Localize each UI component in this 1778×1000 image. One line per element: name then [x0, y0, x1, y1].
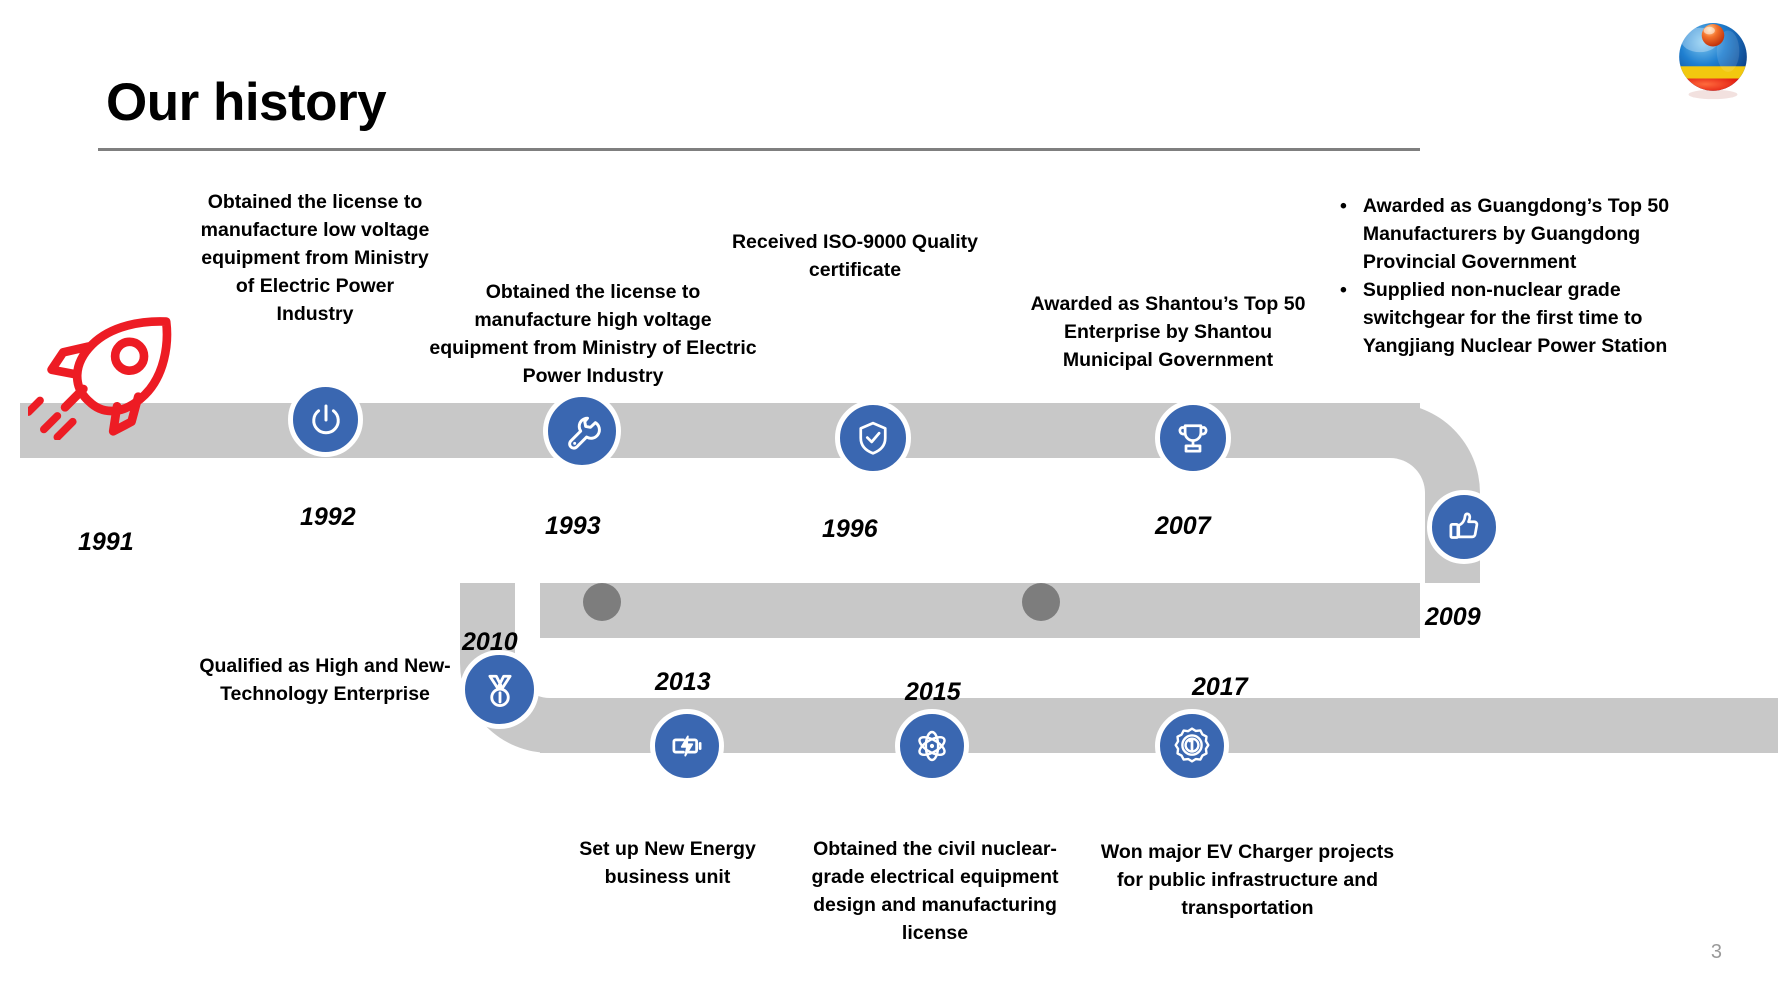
year-label-1993: 1993: [545, 512, 601, 540]
timeline-node-dot: [583, 583, 621, 621]
award-badge-icon: [1174, 727, 1210, 763]
title-divider: [98, 148, 1420, 151]
timeline-marker-1993[interactable]: [543, 392, 621, 470]
year-label-2009: 2009: [1425, 603, 1481, 631]
bullet-text: Supplied non-nuclear grade switchgear fo…: [1362, 279, 1668, 358]
timeline-marker-2007[interactable]: [1155, 400, 1231, 476]
bullet-item: • Supplied non-nuclear grade switchgear …: [1340, 276, 1670, 360]
year-label-1996: 1996: [822, 515, 878, 543]
event-description-1993: Obtained the license to manufacture high…: [429, 281, 757, 388]
bullet-item: • Awarded as Guangdong’s Top 50 Manufact…: [1340, 192, 1670, 276]
event-description-2009: • Awarded as Guangdong’s Top 50 Manufact…: [1340, 192, 1670, 360]
event-description-1996: Received ISO-9000 Quality certificate: [731, 231, 979, 282]
bullet-point-icon: •: [1340, 195, 1347, 217]
event-description-2010: Qualified as High and New-Technology Ent…: [199, 655, 451, 706]
year-label-1991: 1991: [78, 528, 134, 556]
event-description-1992: Obtained the license to manufacture low …: [200, 191, 430, 326]
timeline-marker-2017[interactable]: [1155, 709, 1229, 783]
year-label-2010: 2010: [462, 628, 518, 656]
event-description-2007: Awarded as Shantou’s Top 50 Enterprise b…: [1030, 293, 1306, 372]
timeline-marker-2015[interactable]: [895, 709, 969, 783]
timeline-marker-1992[interactable]: [288, 382, 363, 457]
year-label-2015: 2015: [905, 678, 961, 706]
company-sphere-logo: [1666, 8, 1760, 102]
bullet-point-icon: •: [1340, 279, 1347, 302]
atom-icon: [918, 730, 946, 762]
page-title: Our history: [106, 73, 387, 132]
medal-icon: [487, 674, 512, 707]
wrench-icon: [568, 416, 601, 450]
timeline-node-dot: [1022, 583, 1060, 621]
event-description-2015: Obtained the civil nuclear-grade electri…: [811, 838, 1059, 945]
power-icon: [311, 404, 340, 434]
shield-check-icon: [859, 421, 887, 455]
rocket-icon: [24, 310, 183, 441]
timeline-marker-2010[interactable]: [460, 650, 539, 729]
year-label-2007: 2007: [1155, 512, 1211, 540]
timeline-bar-row2: [540, 583, 1420, 638]
thumbs-up-icon: [1449, 512, 1479, 539]
year-label-1992: 1992: [300, 503, 356, 531]
timeline-marker-1996[interactable]: [835, 400, 911, 476]
year-label-2017: 2017: [1192, 673, 1248, 701]
year-label-2013: 2013: [655, 668, 711, 696]
bullet-text: Awarded as Guangdong’s Top 50 Manufactur…: [1362, 195, 1670, 274]
event-description-2013: Set up New Energy business unit: [579, 838, 756, 889]
page-number: 3: [1710, 941, 1722, 963]
timeline-marker-2013[interactable]: [650, 709, 724, 783]
battery-charging-icon: [672, 735, 702, 757]
trophy-icon: [1178, 424, 1208, 453]
timeline-marker-2009[interactable]: [1427, 490, 1501, 564]
event-description-2017: Won major EV Charger projects for public…: [1100, 841, 1395, 920]
